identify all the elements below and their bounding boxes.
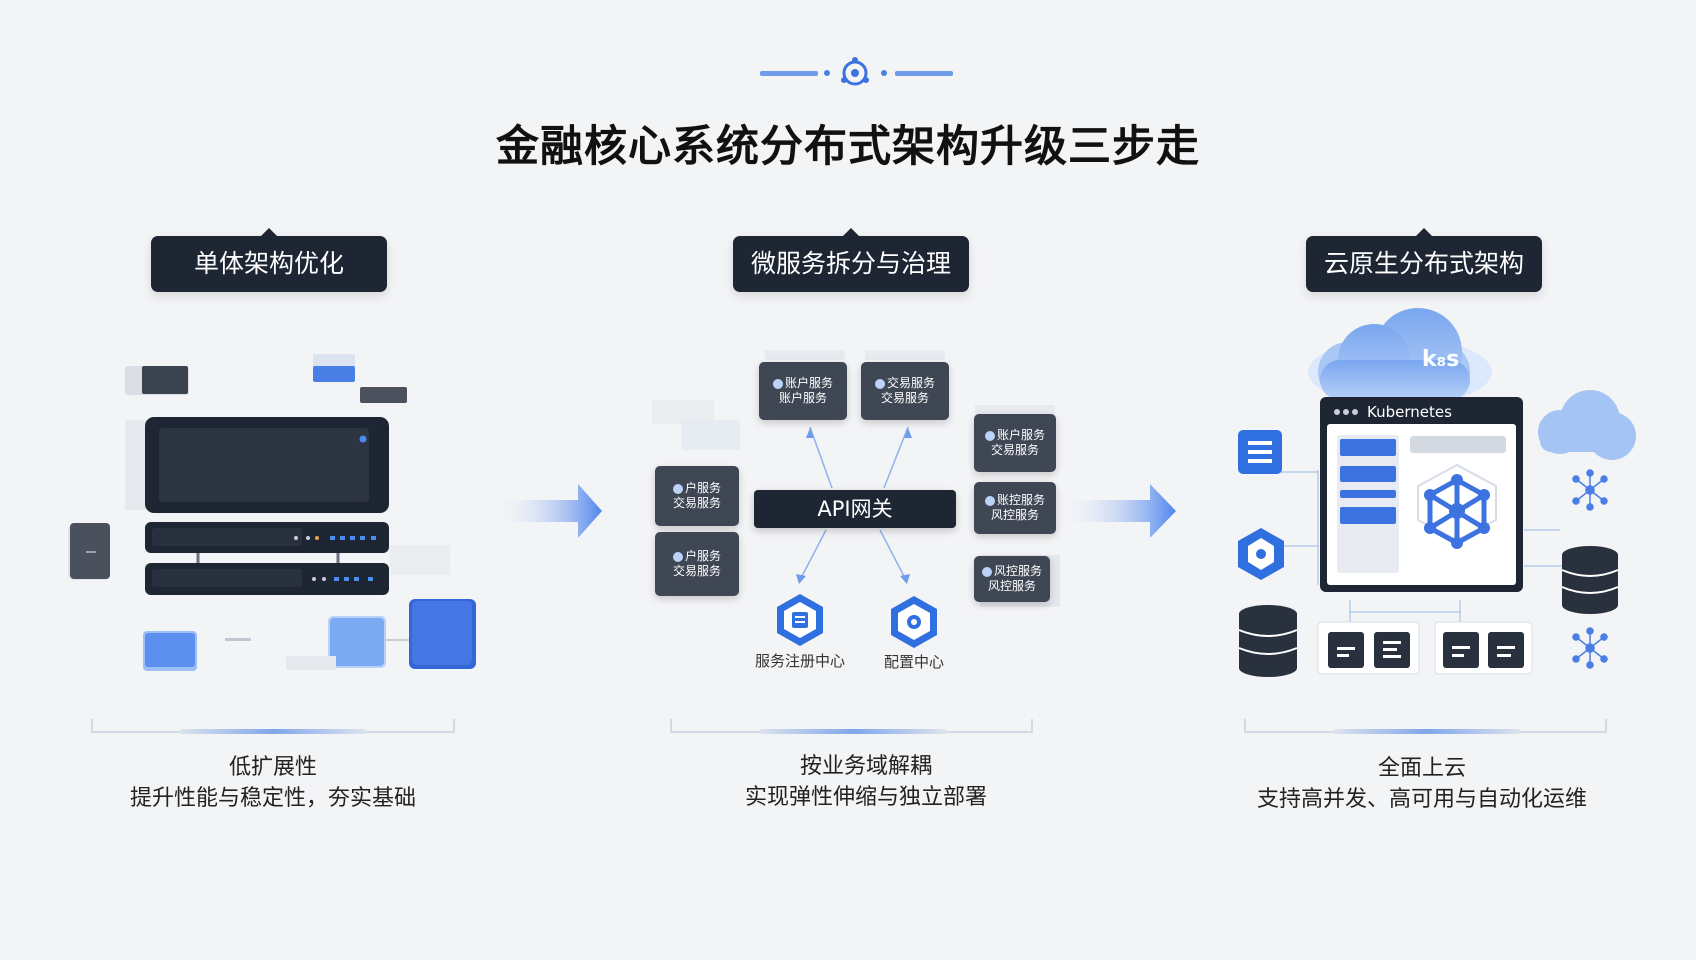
service-hex-icon (1238, 528, 1284, 580)
service-icon (672, 551, 683, 562)
service-box: 交易服务 交易服务 (861, 362, 949, 420)
document-icon (1238, 430, 1282, 474)
service-box: 户服务 交易服务 (655, 532, 739, 596)
service-icon (772, 378, 783, 389)
caption-bracket (670, 719, 1033, 734)
server-rack-icon (145, 522, 389, 595)
service-sub: 风控服务 (987, 579, 1036, 593)
service-name: 风控服务 (993, 564, 1042, 578)
config-icon (891, 596, 937, 648)
caption-line: 支持高并发、高可用与自动化运维 (1256, 787, 1587, 812)
caption-bracket (91, 719, 455, 734)
caption-line: 提升性能与稳定性，夯实基础 (129, 786, 416, 811)
service-box: 户服务 交易服务 (655, 466, 739, 526)
cloud-native-illustration (1238, 308, 1636, 677)
service-icon (874, 378, 885, 389)
pod-group (1434, 621, 1533, 675)
step-2-caption: 按业务域解耦 实现弹性伸缩与独立部署 (656, 751, 1076, 813)
service-box: 账户服务 交易服务 (974, 414, 1056, 472)
caption-bracket (1244, 719, 1607, 734)
caption-line: 全面上云 (1377, 756, 1466, 781)
cloud-icon (1538, 390, 1636, 460)
service-name: 账控服务 (996, 493, 1045, 507)
header-decoration (555, 57, 1170, 86)
step-3-label: 云原生分布式架构 (1306, 228, 1542, 292)
service-icon (672, 483, 683, 494)
service-box: 账控服务 风控服务 (974, 482, 1056, 534)
caption-line: 实现弹性伸缩与独立部署 (744, 785, 987, 810)
network-logo-icon (841, 57, 869, 86)
caption-line: 按业务域解耦 (799, 754, 932, 779)
registry-icon (777, 594, 823, 646)
service-name: 账户服务 (996, 428, 1045, 442)
network-graph-icon (1572, 627, 1608, 669)
step-1-label: 单体架构优化 (151, 228, 387, 292)
network-graph-icon (1572, 469, 1608, 511)
service-sub: 交易服务 (880, 391, 929, 405)
config-label: 配置中心 (883, 653, 944, 671)
database-icon (1561, 546, 1619, 614)
service-name: 户服务 (684, 549, 721, 563)
service-box: 账户服务 账户服务 (759, 362, 847, 420)
arrow-right-icon (1060, 484, 1176, 538)
service-box: 风控服务 风控服务 (974, 556, 1050, 602)
kubernetes-window (1320, 397, 1523, 592)
cloud-icon (1308, 308, 1492, 406)
pod-group (1317, 621, 1420, 675)
microservices-illustration (652, 350, 1060, 648)
arrow-right-icon (495, 484, 602, 538)
service-name: 户服务 (684, 481, 721, 495)
service-sub: 账户服务 (778, 391, 827, 405)
service-sub: 交易服务 (672, 564, 721, 578)
step-3-caption: 全面上云 支持高并发、高可用与自动化运维 (1212, 753, 1632, 815)
service-name: 交易服务 (886, 376, 935, 390)
step-1-caption: 低扩展性 提升性能与稳定性，夯实基础 (63, 752, 483, 814)
service-sub: 交易服务 (672, 496, 721, 510)
kubernetes-window-title: Kubernetes (1367, 403, 1452, 421)
monolith-illustration (68, 354, 476, 671)
service-sub: 交易服务 (990, 443, 1039, 457)
registry-label: 服务注册中心 (754, 652, 845, 670)
service-icon (984, 495, 995, 506)
k8s-brand: k₈s (1422, 347, 1460, 372)
server-monitor-icon (145, 417, 389, 513)
service-sub: 风控服务 (990, 508, 1039, 522)
service-name: 账户服务 (784, 376, 833, 390)
service-icon (981, 566, 992, 577)
page-title: 金融核心系统分布式架构升级三步走 (496, 122, 1200, 172)
database-icon (1238, 605, 1298, 677)
service-icon (984, 430, 995, 441)
caption-line: 低扩展性 (228, 755, 317, 780)
api-gateway: API网关 (754, 490, 956, 528)
step-2-label: 微服务拆分与治理 (733, 228, 969, 292)
